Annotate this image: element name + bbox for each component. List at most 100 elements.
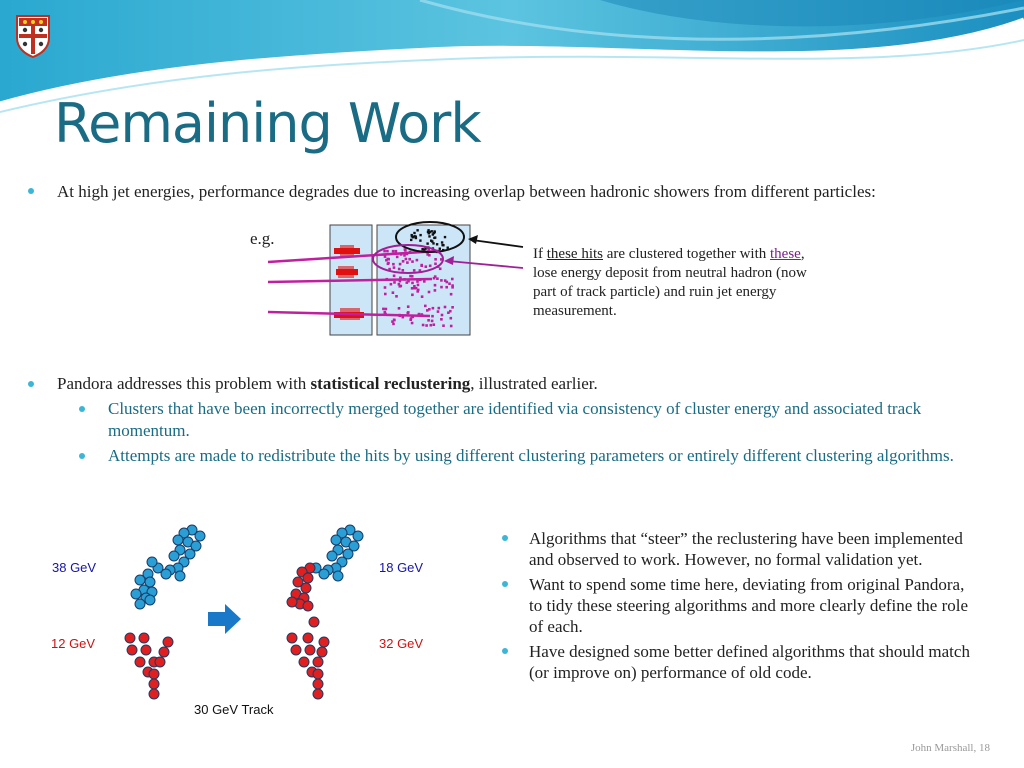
- red-hit: [162, 636, 174, 648]
- black-hit: [430, 230, 433, 233]
- slide-title: Remaining Work: [54, 92, 482, 155]
- magenta-hit: [449, 292, 453, 296]
- magenta-hit: [425, 324, 428, 327]
- red-hit: [286, 596, 298, 608]
- right-bullet-item: Algorithms that “steer” the reclustering…: [499, 528, 979, 570]
- magenta-hit: [421, 323, 425, 327]
- red-hit: [312, 688, 324, 700]
- right-bullet-item: Want to spend some time here, deviating …: [499, 574, 979, 637]
- bullet-overlap-text: At high jet energies, performance degrad…: [57, 182, 876, 201]
- magenta-hit: [432, 323, 436, 326]
- magenta-hit: [392, 262, 395, 266]
- magenta-hit: [395, 255, 399, 259]
- magenta-hit: [427, 319, 430, 322]
- magenta-hit: [383, 286, 387, 289]
- red-hit: [126, 644, 138, 656]
- magenta-hit: [404, 257, 408, 261]
- blue-hit: [146, 556, 158, 568]
- red-hit: [286, 632, 298, 644]
- magenta-hit: [424, 304, 427, 308]
- magenta-hit: [397, 267, 401, 271]
- red-hit: [302, 632, 314, 644]
- magenta-hit: [397, 282, 401, 286]
- magenta-hit: [443, 305, 447, 309]
- magenta-hit: [392, 274, 396, 278]
- label-left-red-energy: 12 GeV: [51, 636, 96, 651]
- blue-hit: [160, 568, 172, 580]
- magenta-hit: [430, 319, 434, 323]
- black-hit: [426, 242, 429, 245]
- sub-bullet-dot: [79, 406, 85, 412]
- red-hit: [292, 576, 304, 588]
- magenta-hit: [428, 308, 431, 311]
- blue-hit: [318, 568, 330, 580]
- magenta-hit: [443, 279, 447, 282]
- magenta-hit: [411, 281, 414, 285]
- magenta-hit: [424, 265, 428, 268]
- shower-annotation: If these hits are clustered together wit…: [533, 246, 807, 319]
- red-hit: [290, 644, 302, 656]
- magenta-hit: [427, 290, 431, 294]
- black-hit: [419, 233, 422, 237]
- bullet-dot: [502, 535, 508, 541]
- magenta-hit: [429, 323, 433, 327]
- magenta-hit: [386, 257, 390, 261]
- magenta-hit: [403, 254, 406, 257]
- sub-bullet-redistribute: Attempts are made to redistribute the hi…: [108, 446, 954, 465]
- magenta-hit: [442, 324, 445, 327]
- magenta-hit: [384, 292, 387, 296]
- blue-cluster-right: [310, 524, 364, 582]
- blue-hit: [352, 530, 364, 542]
- these-link[interactable]: these: [770, 246, 801, 262]
- magenta-hit: [428, 264, 432, 268]
- magenta-hit: [391, 249, 395, 253]
- black-hit: [421, 248, 424, 251]
- eg-label: e.g.: [250, 229, 275, 248]
- black-hit: [432, 231, 435, 235]
- magenta-hit: [423, 280, 426, 283]
- red-cluster-left: [124, 632, 174, 700]
- blue-hit: [134, 574, 146, 586]
- red-hit: [312, 678, 324, 690]
- black-hit: [427, 229, 430, 232]
- magenta-hit: [410, 275, 414, 278]
- red-hit: [148, 678, 160, 690]
- sub-bullet-clusters: Clusters that have been incorrectly merg…: [108, 399, 922, 440]
- magenta-hit: [428, 253, 431, 257]
- red-hit: [316, 646, 328, 658]
- magenta-hit: [409, 274, 412, 278]
- black-hit: [435, 243, 439, 246]
- blue-hit: [348, 540, 360, 552]
- magenta-hit: [437, 306, 441, 310]
- red-hit: [304, 644, 316, 656]
- blue-hit: [172, 534, 184, 546]
- red-hit: [148, 688, 160, 700]
- magenta-hit: [392, 318, 396, 322]
- magenta-hit: [383, 310, 387, 314]
- magenta-hit: [445, 285, 448, 289]
- red-hit: [302, 572, 314, 584]
- right-bullet-list: Algorithms that “steer” the reclustering…: [499, 528, 979, 687]
- magenta-hit: [449, 309, 452, 313]
- black-hit: [440, 241, 444, 244]
- magenta-hit: [408, 257, 411, 261]
- magenta-hit: [431, 314, 434, 318]
- magenta-hit: [415, 258, 419, 262]
- black-hit: [443, 235, 447, 239]
- magenta-hit: [433, 275, 437, 278]
- black-hit: [419, 239, 422, 242]
- black-hit: [431, 233, 434, 236]
- these-hits-text: these hits: [546, 246, 603, 262]
- black-hit: [410, 235, 414, 238]
- magenta-hit: [440, 258, 443, 261]
- magenta-hit: [391, 291, 395, 294]
- bullet-dot: [28, 188, 34, 194]
- header-wave-decoration: [0, 0, 1024, 113]
- magenta-hit: [409, 317, 413, 320]
- magenta-hit: [397, 307, 401, 310]
- magenta-hit: [434, 262, 437, 266]
- magenta-hit: [451, 286, 454, 289]
- magenta-hit: [410, 287, 414, 290]
- magenta-hit: [392, 322, 395, 326]
- blue-hit: [330, 534, 342, 546]
